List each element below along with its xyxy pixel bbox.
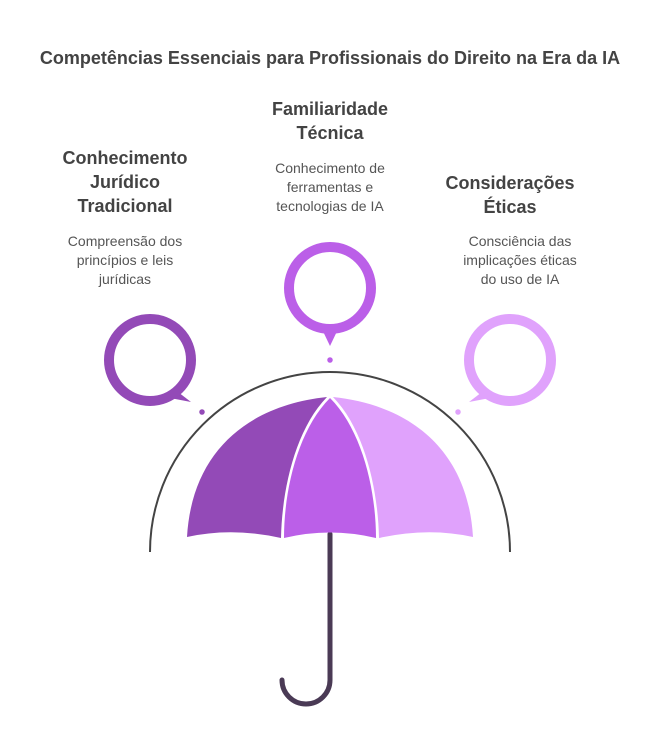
heading-technical-familiarity: Familiaridade Técnica (271, 99, 389, 143)
diagram-title: Competências Essenciais para Profissiona… (39, 48, 621, 68)
canopy-right (333, 397, 473, 538)
canopy-left (187, 397, 327, 538)
description-ethical-considerations: Consciência das implicações éticas do us… (463, 233, 577, 287)
pin-technical-familiarity (284, 242, 376, 346)
arc-dot-right (453, 407, 463, 417)
heading-legal-knowledge: Conhecimento Jurídico Tradicional (62, 148, 188, 216)
canopy-middle (284, 398, 376, 538)
arc-dot-left (197, 407, 207, 417)
umbrella-handle (279, 531, 333, 707)
pin-legal-knowledge (104, 314, 196, 406)
outer-arc (149, 371, 511, 553)
arc-dot-middle (325, 355, 335, 365)
heading-ethical-considerations: Considerações Éticas (445, 173, 575, 217)
pin-ethical-considerations (464, 314, 556, 406)
description-technical-familiarity: Conhecimento de ferramentas e tecnologia… (275, 160, 385, 214)
description-legal-knowledge: Compreensão dos princípios e leis jurídi… (67, 233, 183, 287)
